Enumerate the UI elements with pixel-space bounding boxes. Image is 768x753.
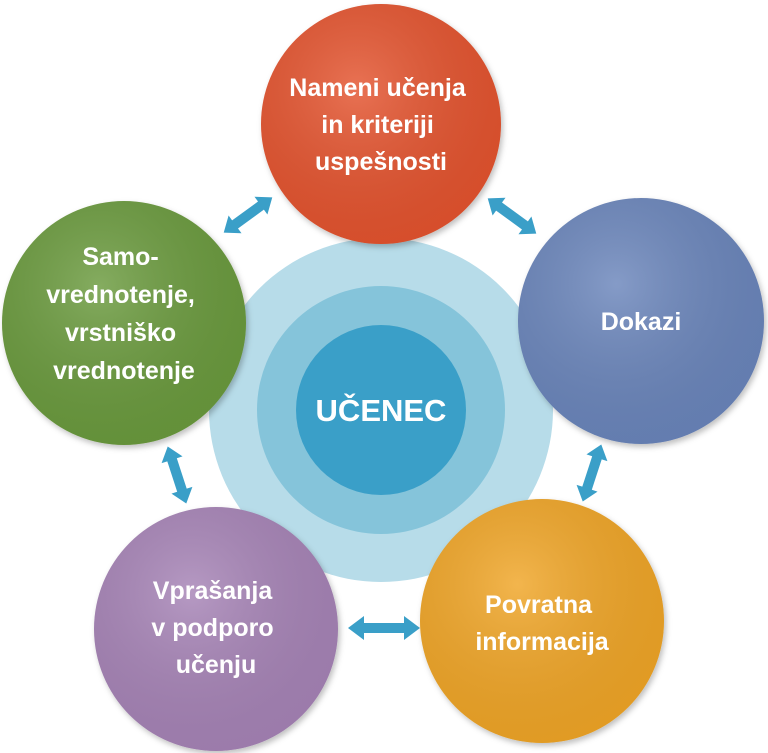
node-label-line: vrednotenje,	[46, 281, 195, 309]
node-evidence: Dokazi	[518, 198, 764, 444]
center-label: UČENEC	[316, 392, 447, 428]
svg-text:Vprašanja v podporo: Vprašanja v podporo učenju	[151, 577, 280, 679]
node-label-line: Nameni učenja	[289, 74, 467, 102]
svg-text:Povratna informacija: Povratna informacija	[475, 591, 609, 656]
double-arrow-icon	[487, 197, 537, 235]
double-arrow-icon	[223, 196, 273, 234]
center-hub: UČENEC	[209, 238, 553, 582]
svg-text:Samo- vrednotenje,: Samo- vrednotenje, vrstniško vrednotenje	[46, 243, 202, 385]
node-label-line: vrstniško	[65, 319, 176, 347]
node-feedback: Povratna informacija	[420, 499, 664, 743]
svg-text:Dokazi: Dokazi	[601, 308, 682, 336]
node-label-line: Dokazi	[601, 308, 682, 336]
double-arrow-icon	[161, 446, 193, 504]
center-ring-inner	[296, 325, 466, 495]
node-questions: Vprašanja v podporo učenju	[94, 507, 338, 751]
connector-arrows	[161, 196, 608, 640]
double-arrow-icon	[348, 616, 420, 640]
node-label-line: Vprašanja	[153, 577, 274, 605]
node-label-line: vrednotenje	[53, 357, 195, 385]
node-label-line: Samo-	[82, 243, 158, 271]
node-label-line: učenju	[176, 651, 257, 679]
node-label-line: v podporo	[151, 614, 273, 642]
node-label-line: in kriteriji	[321, 111, 434, 139]
node-learning-intentions: Nameni učenja in kriteriji uspešnosti	[261, 4, 501, 244]
node-self-peer-assessment: Samo- vrednotenje, vrstniško vrednotenje	[2, 201, 246, 445]
svg-text:Nameni učenja in kriteri: Nameni učenja in kriteriji uspešnosti	[289, 74, 472, 176]
node-label-line: uspešnosti	[315, 148, 447, 176]
double-arrow-icon	[576, 444, 608, 502]
node-label-line: Povratna	[485, 591, 593, 619]
node-label-line: informacija	[475, 628, 609, 656]
